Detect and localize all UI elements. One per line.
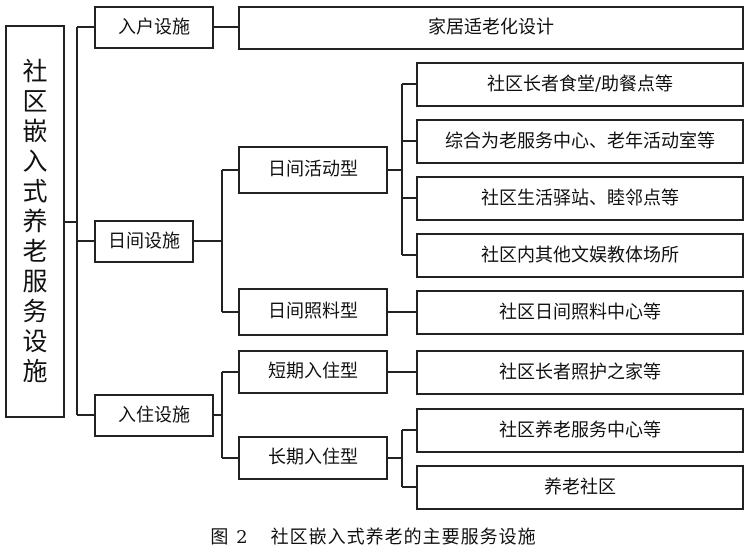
leaf-node: 社区生活驿站、睦邻点等 (416, 176, 744, 221)
root-char: 施 (22, 356, 48, 386)
root-char: 式 (22, 176, 48, 206)
leaf-node: 社区长者照护之家等 (416, 350, 744, 395)
figure-caption: 图 2 社区嵌入式养老的主要服务设施 (0, 523, 747, 549)
root-char: 服 (22, 266, 48, 296)
leaf-node: 社区内其他文娱教体场所 (416, 233, 744, 278)
root-char: 嵌 (22, 116, 48, 146)
category-node-residential: 入住设施 (94, 394, 214, 437)
root-char: 务 (22, 296, 48, 326)
leaf-node: 社区日间照料中心等 (416, 290, 744, 335)
root-char: 设 (22, 326, 48, 356)
leaf-node: 家居适老化设计 (238, 6, 744, 50)
root-node: 社 区 嵌 入 式 养 老 服 务 设 施 (5, 25, 65, 418)
root-char: 区 (22, 86, 48, 116)
leaf-node: 社区养老服务中心等 (416, 408, 744, 453)
type-node-long-stay: 长期入住型 (238, 436, 388, 480)
type-node-day-activity: 日间活动型 (238, 146, 388, 194)
figure-title: 社区嵌入式养老的主要服务设施 (270, 527, 537, 548)
leaf-node: 综合为老服务中心、老年活动室等 (416, 119, 744, 164)
type-node-short-stay: 短期入住型 (238, 350, 388, 394)
root-char: 社 (22, 56, 48, 86)
category-node-in-home: 入户设施 (94, 6, 214, 49)
leaf-node: 养老社区 (416, 465, 744, 510)
figure-number: 图 2 (210, 527, 249, 548)
root-char: 入 (22, 146, 48, 176)
category-node-daytime: 日间设施 (94, 220, 194, 263)
leaf-node: 社区长者食堂/助餐点等 (416, 62, 744, 107)
root-char: 老 (22, 236, 48, 266)
root-char: 养 (22, 206, 48, 236)
type-node-day-care: 日间照料型 (238, 288, 388, 336)
